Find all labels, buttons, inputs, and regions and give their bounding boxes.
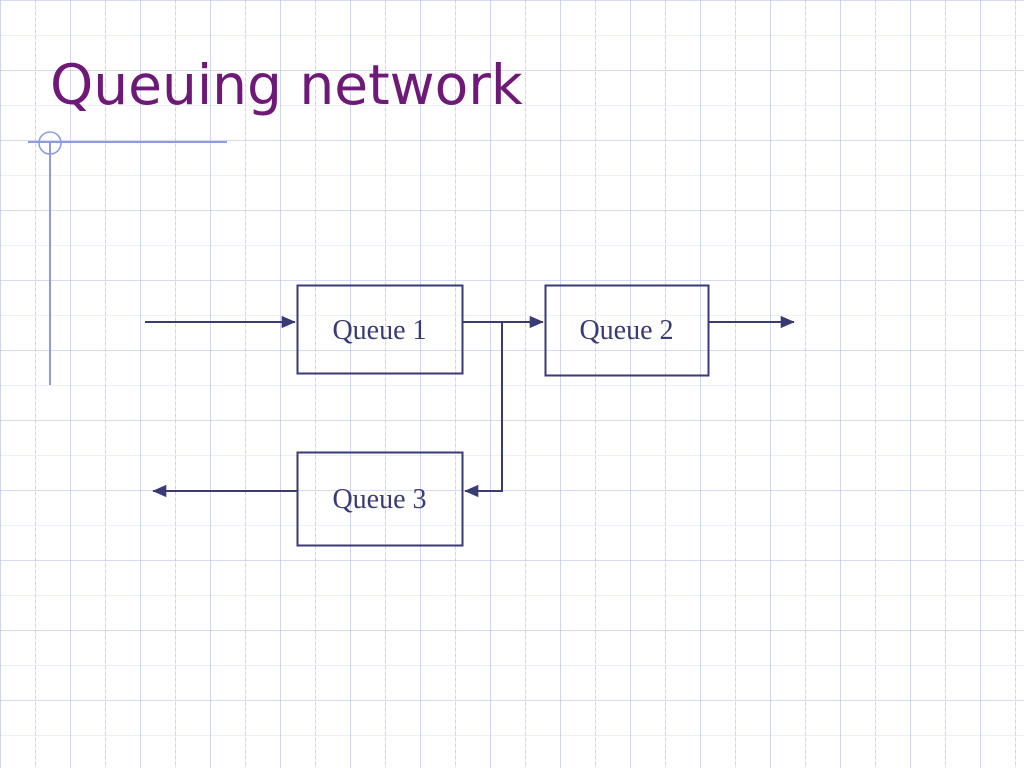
queue-3-box[interactable] bbox=[296, 451, 464, 547]
queue-2-label: Queue 2 bbox=[579, 315, 674, 346]
page-title: Queuing network bbox=[50, 53, 523, 117]
queue-1-box[interactable] bbox=[296, 284, 464, 375]
queue-3-label: Queue 3 bbox=[332, 484, 427, 515]
queue-2-box[interactable] bbox=[544, 284, 710, 377]
queue-1-label: Queue 1 bbox=[332, 315, 427, 346]
connector-queue-1-to-queue-3 bbox=[464, 322, 503, 498]
